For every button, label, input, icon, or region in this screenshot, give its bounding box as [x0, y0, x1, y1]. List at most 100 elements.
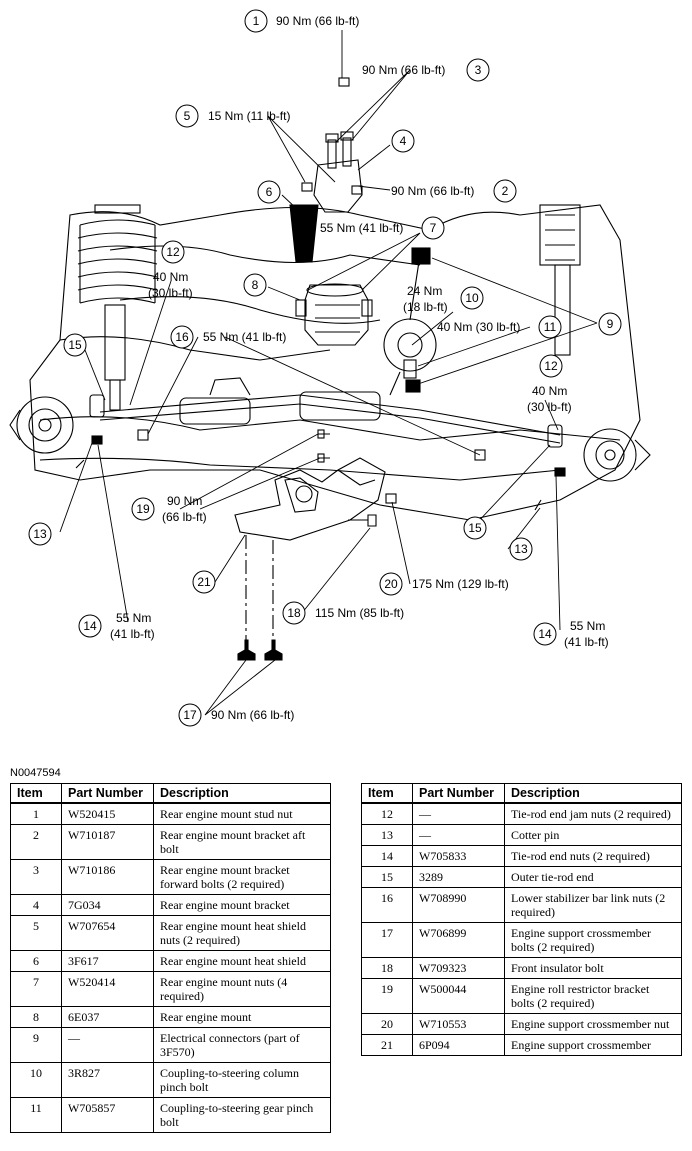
callout-16: 16 55 Nm (41 lb-ft) — [170, 325, 286, 349]
cell-description: Tie-rod end nuts (2 required) — [504, 845, 682, 867]
callout-3: 90 Nm (66 lb-ft) 3 — [362, 58, 490, 82]
svg-text:175 Nm (129 lb-ft): 175 Nm (129 lb-ft) — [412, 577, 509, 591]
cell-item: 20 — [361, 1013, 413, 1035]
cell-description: Coupling-to-steering gear pinch bolt — [153, 1097, 331, 1133]
figure-id: N0047594 — [10, 767, 61, 779]
svg-text:90 Nm (66 lb-ft): 90 Nm (66 lb-ft) — [276, 14, 359, 28]
svg-text:12: 12 — [166, 245, 180, 259]
callout-5: 5 15 Nm (11 lb-ft) — [175, 104, 290, 128]
cell-description: Rear engine mount heat shield — [153, 950, 331, 972]
callout-10: 24 Nm (18 lb-ft) 10 — [403, 284, 484, 314]
svg-text:6: 6 — [266, 185, 273, 199]
cell-description: Electrical connectors (part of 3F570) — [153, 1027, 331, 1063]
header-description: Description — [153, 783, 331, 804]
cell-description: Engine roll restrictor bracket bolts (2 … — [504, 978, 682, 1014]
callout-12-right: 12 40 Nm (30 lb-ft) — [527, 354, 572, 414]
callout-21: 21 — [192, 570, 216, 594]
svg-text:55 Nm: 55 Nm — [116, 611, 151, 625]
cell-description: Rear engine mount bracket aft bolt — [153, 824, 331, 860]
cell-item: 7 — [10, 971, 62, 1007]
cell-part-number: 3R827 — [61, 1062, 154, 1098]
callout-14-right: 14 55 Nm (41 lb-ft) — [533, 619, 609, 649]
cell-part-number: 6E037 — [61, 1006, 154, 1028]
svg-text:(66 lb-ft): (66 lb-ft) — [162, 510, 207, 524]
cell-item: 14 — [361, 845, 413, 867]
callout-15-left: 15 — [63, 333, 87, 357]
stabilizer-links — [137, 429, 486, 461]
svg-text:90 Nm (66 lb-ft): 90 Nm (66 lb-ft) — [362, 63, 445, 77]
callout-13-left: 13 — [28, 522, 52, 546]
svg-text:40 Nm: 40 Nm — [532, 384, 567, 398]
table-header-row: Item Part Number Description — [361, 783, 682, 804]
callout-1: 1 90 Nm (66 lb-ft) — [244, 9, 359, 33]
heat-shield — [289, 204, 319, 263]
cell-description: Rear engine mount stud nut — [153, 802, 331, 825]
cell-description: Engine support crossmember bolts (2 requ… — [504, 922, 682, 958]
svg-text:55 Nm (41 lb-ft): 55 Nm (41 lb-ft) — [203, 330, 286, 344]
header-part-number: Part Number — [61, 783, 154, 804]
cell-part-number: 6P094 — [412, 1034, 505, 1056]
svg-text:15: 15 — [68, 338, 82, 352]
exploded-view-diagram: 1 90 Nm (66 lb-ft) 90 Nm (66 lb-ft) 3 5 … — [9, 9, 651, 727]
right-strut — [539, 204, 581, 356]
cell-part-number: W520415 — [61, 802, 154, 825]
rear-engine-mount — [295, 283, 373, 346]
table-body: 12—Tie-rod end jam nuts (2 required)13—C… — [361, 802, 682, 1056]
cell-description: Lower stabilizer bar link nuts (2 requir… — [504, 887, 682, 923]
header-description: Description — [504, 783, 682, 804]
cell-description: Coupling-to-steering column pinch bolt — [153, 1062, 331, 1098]
svg-text:7: 7 — [430, 221, 437, 235]
cell-item: 12 — [361, 802, 413, 825]
cell-item: 19 — [361, 978, 413, 1014]
crossmember-21 — [234, 457, 386, 541]
callout-15-right: 15 — [463, 516, 487, 540]
cell-item: 2 — [10, 824, 62, 860]
cell-item: 10 — [10, 1062, 62, 1098]
cell-part-number: — — [412, 824, 505, 846]
header-item: Item — [361, 783, 413, 804]
svg-text:13: 13 — [514, 542, 528, 556]
cell-item: 4 — [10, 894, 62, 916]
svg-text:12: 12 — [544, 359, 558, 373]
svg-text:40 Nm: 40 Nm — [153, 270, 188, 284]
cell-description: Tie-rod end jam nuts (2 required) — [504, 802, 682, 825]
table-row: 12—Tie-rod end jam nuts (2 required) — [361, 802, 682, 825]
left-strut — [77, 204, 158, 411]
callout-7: 55 Nm (41 lb-ft) 7 — [320, 216, 445, 240]
svg-text:90 Nm: 90 Nm — [167, 494, 202, 508]
callout-19: 19 90 Nm (66 lb-ft) — [131, 494, 207, 524]
header-part-number: Part Number — [412, 783, 505, 804]
callouts: 1 90 Nm (66 lb-ft) 90 Nm (66 lb-ft) 3 5 … — [28, 9, 622, 727]
cell-part-number: W709323 — [412, 957, 505, 979]
svg-text:90 Nm (66 lb-ft): 90 Nm (66 lb-ft) — [211, 708, 294, 722]
callout-11: 40 Nm (30 lb-ft) 11 — [437, 315, 562, 339]
svg-text:15 Nm (11 lb-ft): 15 Nm (11 lb-ft) — [208, 109, 290, 123]
cell-part-number: W520414 — [61, 971, 154, 1007]
cell-item: 1 — [10, 802, 62, 825]
svg-text:(41 lb-ft): (41 lb-ft) — [110, 627, 155, 641]
callout-2: 90 Nm (66 lb-ft) 2 — [391, 179, 517, 203]
svg-text:3: 3 — [475, 63, 482, 77]
callout-20: 20 175 Nm (129 lb-ft) — [379, 572, 509, 596]
electrical-connector — [405, 247, 431, 393]
cell-description: Engine support crossmember nut — [504, 1013, 682, 1035]
cell-description: Rear engine mount nuts (4 required) — [153, 971, 331, 1007]
svg-text:15: 15 — [468, 521, 482, 535]
svg-text:21: 21 — [197, 575, 211, 589]
cell-description: Cotter pin — [504, 824, 682, 846]
cell-description: Front insulator bolt — [504, 957, 682, 979]
svg-text:115 Nm (85 lb-ft): 115 Nm (85 lb-ft) — [315, 606, 404, 620]
svg-text:9: 9 — [607, 317, 614, 331]
cell-item: 18 — [361, 957, 413, 979]
